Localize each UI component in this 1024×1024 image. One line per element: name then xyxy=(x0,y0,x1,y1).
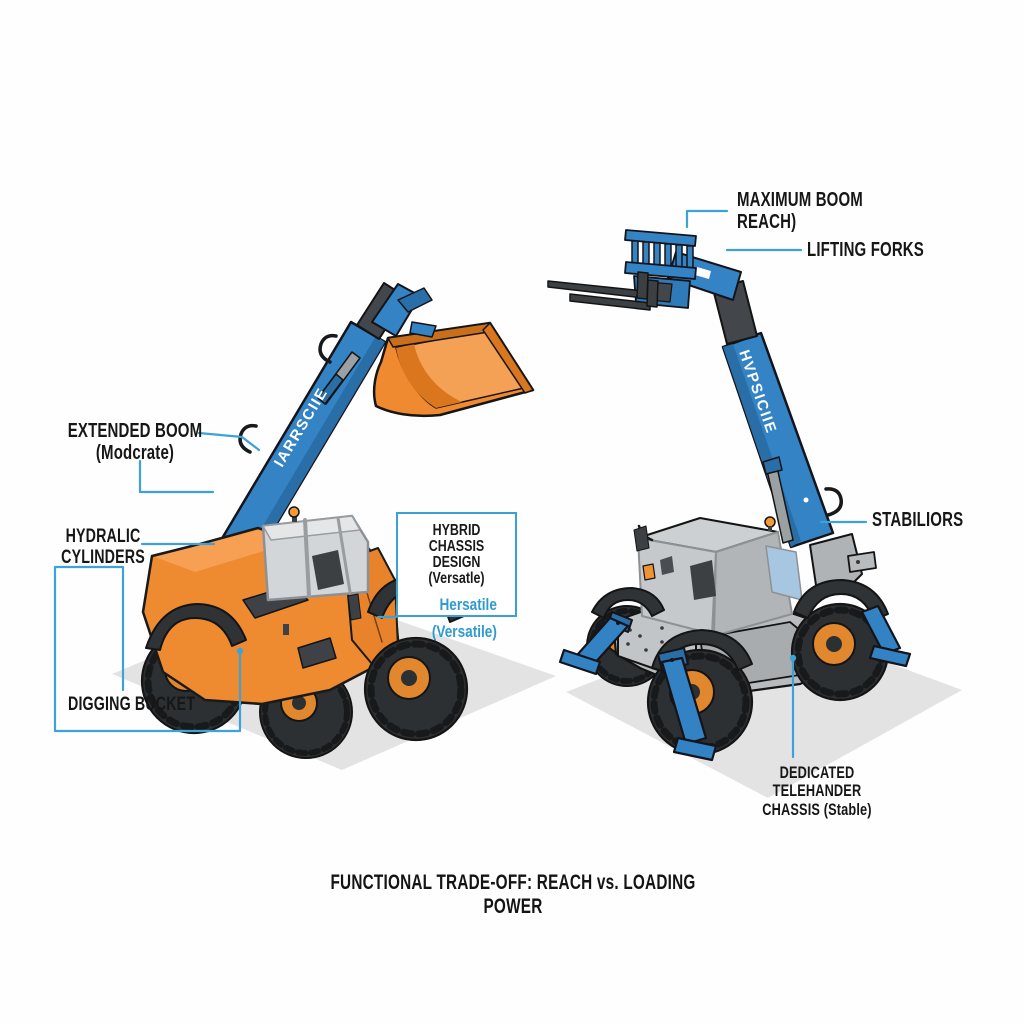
label-maximum-boom-reach: MAXIMUM BOOM REACH) xyxy=(737,189,863,233)
leader-dot-chassis xyxy=(789,654,797,662)
right-cab xyxy=(633,516,803,637)
leader-extended-boom-a xyxy=(197,431,261,452)
leader-maximum-boom xyxy=(685,209,729,229)
stabilizer-front-right xyxy=(657,647,718,762)
left-wheel-rear xyxy=(363,636,469,742)
left-seat xyxy=(312,550,344,590)
fender-rear-left xyxy=(591,587,665,619)
label-dedicated-chassis: DEDICATED TELEHANDER CHASSIS (Stable) xyxy=(762,763,872,819)
left-beacon-stem xyxy=(292,516,297,522)
left-cab xyxy=(261,506,370,621)
hybrid-box-line-1: HYBRID CHASSIS xyxy=(428,522,485,555)
left-hose-hook xyxy=(238,423,258,454)
stabilizer-front-left xyxy=(558,611,633,676)
bucket-link xyxy=(409,321,437,338)
front-lamp xyxy=(642,563,656,581)
label-hydraulic-cylinders: HYDRALIC CYLINDERS xyxy=(61,526,145,568)
digging-bucket xyxy=(372,321,535,418)
fork-carriage xyxy=(547,229,697,311)
right-hose-hook xyxy=(824,487,843,517)
leader-extended-boom-b xyxy=(138,459,215,494)
label-lifting-forks: LIFTING FORKS xyxy=(807,239,924,261)
left-machine: IARRSCIIE xyxy=(112,282,556,770)
right-boom: HVPSICIIE xyxy=(667,251,843,549)
left-mirror xyxy=(347,593,362,621)
tinted-rear-window xyxy=(765,545,803,601)
lifting-forks xyxy=(547,271,659,311)
right-beacon xyxy=(764,516,776,528)
diagram-caption: FUNCTIONAL TRADE-OFF: REACH vs. LOADING … xyxy=(330,871,696,918)
fender-rear-right xyxy=(793,579,889,621)
leader-digging-bucket xyxy=(53,565,242,733)
left-front-fender xyxy=(145,603,247,651)
leader-lines xyxy=(53,209,868,759)
leader-dot-bucket xyxy=(236,647,244,655)
hybrid-chassis-callout-box: HYBRID CHASSIS DESIGN (Versatle) Hersati… xyxy=(396,512,517,640)
left-boom: IARRSCIIE xyxy=(206,282,433,584)
label-extended-boom: EXTENDED BOOM (Modcrate) xyxy=(67,420,203,464)
right-seat xyxy=(690,560,716,600)
right-machine: HVPSICIIE xyxy=(547,229,962,798)
right-wheel-rear-right xyxy=(790,602,890,702)
label-digging-bucket: DIGGING BUCKET xyxy=(68,694,196,715)
hybrid-box-line-4: (Versatile) xyxy=(431,622,497,641)
label-stabilizers: STABILIORS xyxy=(872,509,964,531)
hybrid-box-line-2: DESIGN (Versatle) xyxy=(428,554,485,587)
hybrid-box-line-3: Hersatile xyxy=(439,595,497,614)
left-beacon xyxy=(288,506,300,518)
stabilizer-rear-right xyxy=(860,604,912,668)
boom-sticker xyxy=(695,267,711,279)
right-mirror xyxy=(633,525,650,552)
